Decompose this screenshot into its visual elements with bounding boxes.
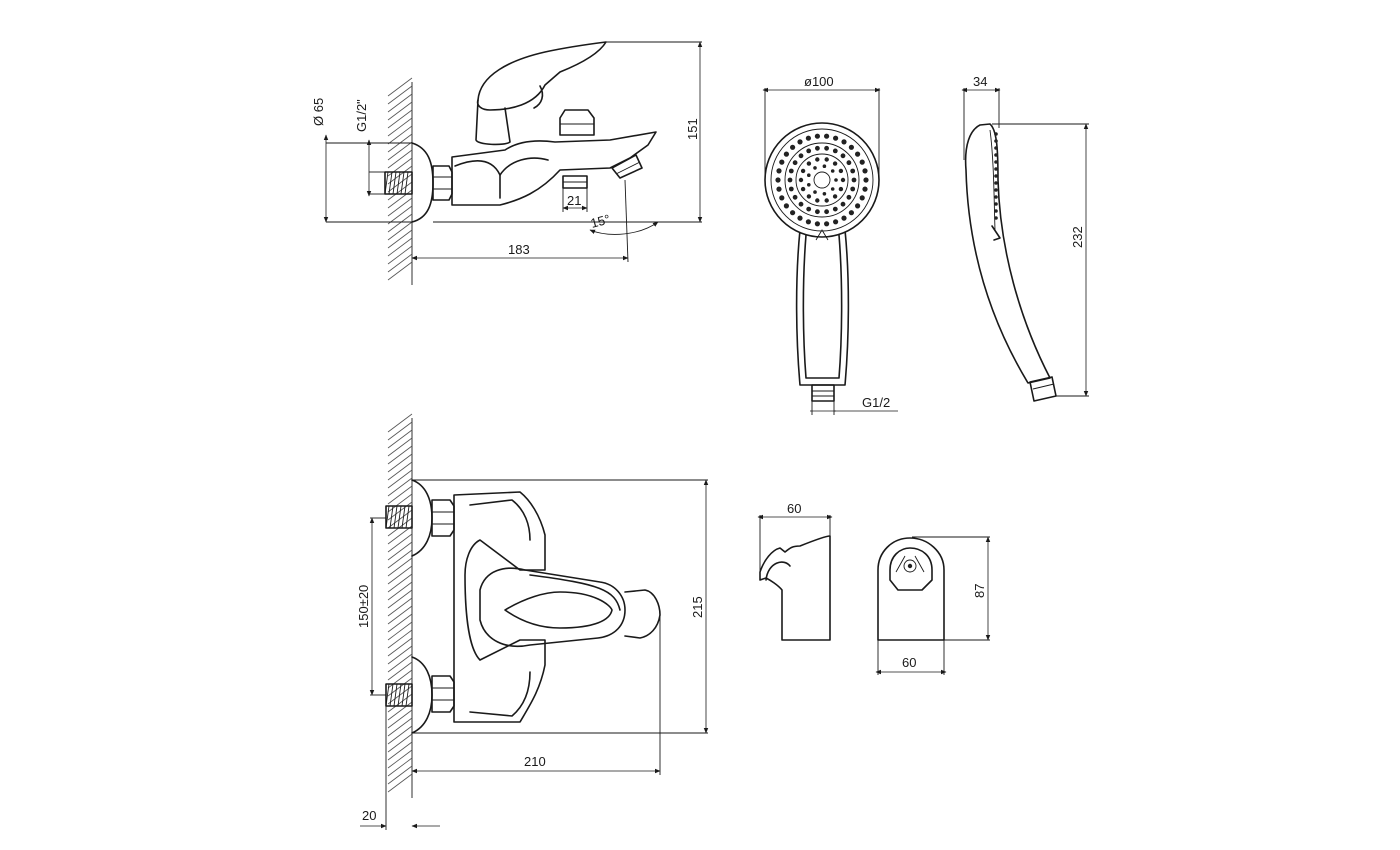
shower-side-outline [964, 123, 1051, 384]
inlet-thread [384, 171, 413, 195]
mixer-lever [476, 41, 607, 111]
depth-label-210: 210 [524, 754, 546, 769]
mixer-top-view: 150±20 215 210 20 [356, 413, 709, 830]
holder-height-label: 87 [972, 584, 987, 598]
height-label-151: 151 [685, 118, 700, 140]
holder-width-label-bottom: 60 [902, 655, 916, 670]
holder-front-outline [877, 537, 945, 641]
thread-label-shower: G1/2 [862, 395, 890, 410]
shower-center [813, 171, 831, 189]
shower-nozzles [775, 133, 869, 227]
length-label-232: 232 [1070, 226, 1085, 248]
wall-hatch-top [387, 77, 413, 285]
shower-head-front-view: ø100 G1/2 [762, 74, 898, 415]
head-diameter-label: ø100 [804, 74, 834, 89]
mixer-top-body [453, 491, 546, 723]
angle-label-15: 15° [589, 211, 612, 231]
lower-nut [431, 675, 455, 713]
thread-label-top: G1/2" [354, 99, 369, 132]
spout-label-21: 21 [567, 193, 581, 208]
shower-head-outer [764, 122, 880, 238]
holder-front-view: 87 60 [875, 536, 991, 675]
spout-outlet [611, 154, 643, 179]
holder-screw [903, 559, 917, 573]
holder-side-view: 60 [757, 501, 833, 641]
diameter-label: Ø 65 [311, 98, 326, 126]
diverter-knob [559, 109, 595, 136]
side-thickness-label: 34 [973, 74, 987, 89]
mixer-side-view: Ø 65 G1/2" 151 21 15° 183 [311, 41, 703, 285]
wall-label-20: 20 [362, 808, 376, 823]
shower-thread [811, 384, 835, 402]
holder-side-outline [759, 535, 831, 641]
height-label-215: 215 [690, 596, 705, 618]
upper-flange [411, 479, 433, 557]
upper-nut [431, 499, 455, 537]
lower-flange [411, 656, 433, 734]
union-nut [432, 165, 453, 201]
holder-width-label-top: 60 [787, 501, 801, 516]
upper-thread [385, 505, 413, 529]
depth-label-183: 183 [508, 242, 530, 257]
mixer-top-lever [479, 567, 626, 647]
wall-flange [411, 142, 434, 223]
spacing-label: 150±20 [356, 585, 371, 628]
shower-side-view: 34 232 [961, 74, 1089, 402]
